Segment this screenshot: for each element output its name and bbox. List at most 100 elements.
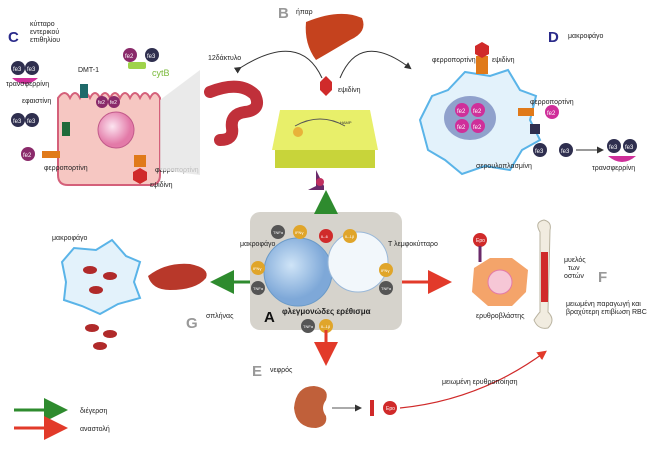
erythroblast-label: ερυθροβλάστης — [476, 312, 525, 320]
svg-text:IL-1β: IL-1β — [321, 324, 331, 329]
legend-inhibition: αναστολή — [80, 426, 110, 433]
panel-c-title-3: επιθηλίου — [30, 36, 60, 44]
svg-text:fe2: fe2 — [547, 111, 556, 117]
epo-kidney-bar — [370, 400, 374, 416]
hepcidin-c — [133, 168, 147, 184]
fe2-ion — [123, 48, 137, 62]
reduced-erythropoiesis-label: μειωμένη ερυθροποίηση — [442, 378, 518, 386]
svg-text:TNFα: TNFα — [303, 324, 314, 329]
macrophage-label-a: μακροφάγο — [240, 240, 276, 248]
panel-g-letter: G — [186, 315, 198, 332]
panel-c: C κύτταρο εντερικού επιθηλίου DMT-1 cytB… — [6, 20, 263, 189]
svg-text:IL-1β: IL-1β — [345, 234, 355, 239]
panel-e: E νεφρός Epo μειωμένη ερυθροποίηση — [252, 350, 547, 428]
legend-stimulation: διέγερση — [80, 407, 107, 415]
legend: διέγερση αναστολή — [14, 398, 110, 440]
ferroportin-label-c: φερροπορτίνη — [44, 164, 88, 172]
ferroportin-label-d-top: φερροπορτίνη — [432, 56, 476, 64]
svg-text:fe3: fe3 — [13, 119, 22, 125]
kidney — [294, 386, 327, 428]
liver-label: ήπαρ — [296, 9, 313, 16]
spleen — [148, 263, 207, 290]
panel-g: μακροφάγο G σπλήνας — [52, 234, 234, 350]
svg-text:TNFα: TNFα — [273, 230, 284, 235]
t-lymphocyte — [327, 231, 389, 293]
marrow-label-3: οστών — [564, 272, 584, 280]
transferrin-label-d: τρανσφερρίνη — [592, 164, 635, 172]
panel-c-letter: C — [8, 29, 19, 46]
svg-text:fe3: fe3 — [27, 119, 36, 125]
svg-text:IFNγ: IFNγ — [381, 268, 389, 273]
panel-c-title-2: εντερικού — [30, 28, 59, 36]
panel-e-letter: E — [252, 363, 262, 380]
panel-b: B ήπαρ εψιδίνη 12δάκτυλο HAMP — [208, 5, 412, 190]
panel-d-title: μακροφάγο — [568, 32, 604, 40]
svg-text:TNFα: TNFα — [381, 286, 392, 291]
panel-a: μακροφάγο Τ λεμφοκύτταρο TNFα IFNγ IL-6 … — [210, 190, 452, 366]
ceruloplasmin-label: σερουλοπλασμίνη — [476, 162, 532, 170]
tlymph-label: Τ λεμφοκύτταρο — [388, 240, 438, 248]
fe3-ion — [11, 61, 25, 75]
hepcidin-label-d: εψιδίνη — [492, 56, 515, 64]
marrow-label-1: μυελός — [564, 256, 586, 264]
panel-c-title-1: κύτταρο — [30, 20, 55, 28]
svg-text:fe2: fe2 — [110, 100, 117, 106]
rbc-effect-1: μειωμένη παραγωγή και — [566, 300, 641, 308]
dmt1-transporter — [80, 84, 88, 98]
hamp-gene: HAMP — [340, 120, 352, 125]
epo-label-e: Epo — [386, 406, 395, 412]
spleen-label: σπλήνας — [206, 313, 234, 320]
panel-a-letter: A — [264, 309, 275, 326]
hepcidin-b — [320, 76, 332, 96]
hepcidin-label-b: εψιδίνη — [338, 86, 361, 94]
macrophage-a — [263, 237, 333, 307]
duodenum — [204, 80, 263, 146]
liver — [305, 13, 364, 60]
svg-text:fe3: fe3 — [27, 67, 36, 73]
hephaestin-label: εφαιστίνη — [22, 97, 51, 105]
panel-b-letter: B — [278, 5, 289, 22]
hepatocyte-panel — [272, 110, 378, 150]
svg-text:fe3: fe3 — [535, 149, 544, 155]
svg-text:fe3: fe3 — [561, 149, 570, 155]
svg-text:fe3: fe3 — [147, 54, 156, 60]
panel-f-letter: F — [598, 269, 607, 286]
cytokine-badges: TNFα IFNγ IL-6 IL-1β IFNγ TNFα TNFα IFNγ… — [251, 225, 393, 333]
cytb-enzyme — [128, 62, 146, 69]
svg-text:fe2: fe2 — [125, 54, 134, 60]
svg-text:fe2: fe2 — [473, 125, 482, 131]
svg-text:fe3: fe3 — [13, 67, 22, 73]
ferroportin-c — [42, 151, 60, 158]
macrophage-label-g: μακροφάγο — [52, 234, 88, 242]
svg-text:Epo: Epo — [476, 238, 485, 244]
svg-text:IL-6: IL-6 — [321, 234, 329, 239]
inflammation-label: φλεγμονώδες ερέθισμα — [282, 307, 371, 316]
svg-text:fe3: fe3 — [625, 145, 634, 151]
svg-text:fe3: fe3 — [609, 145, 618, 151]
svg-text:IFNγ: IFNγ — [253, 266, 261, 271]
ferroportin-d-top — [476, 56, 488, 74]
enterocyte-nucleus — [97, 111, 135, 149]
hepcidin-label-c: εψιδίνη — [150, 181, 173, 189]
panel-d: D μακροφάγο fe2 fe2 fe2 fe2 φερροπορτίνη… — [418, 29, 637, 176]
fe3-ion — [145, 48, 159, 62]
svg-text:fe2: fe2 — [457, 125, 466, 131]
rbc-effect-2: βραχύτερη επιβίωση RBC — [566, 308, 647, 316]
transferrin-shape — [12, 78, 38, 84]
cytb-label: cytB — [152, 68, 170, 78]
macrophage-g — [60, 238, 142, 316]
transferrin-label-c: τρανσφερρίνη — [6, 80, 49, 88]
svg-text:fe2: fe2 — [23, 153, 32, 159]
ferroportin-label-d-mid: φερροπορτίνη — [530, 98, 574, 106]
svg-text:fe2: fe2 — [473, 109, 482, 115]
hepcidin-d — [475, 42, 489, 58]
red-blood-cell — [85, 324, 99, 332]
marrow-label-2: των — [568, 265, 580, 272]
duodenum-label: 12δάκτυλο — [208, 54, 241, 62]
svg-text:IFNγ: IFNγ — [295, 230, 303, 235]
hephaestin-protein — [62, 122, 70, 136]
svg-text:fe2: fe2 — [98, 100, 105, 106]
panel-d-letter: D — [548, 29, 559, 46]
